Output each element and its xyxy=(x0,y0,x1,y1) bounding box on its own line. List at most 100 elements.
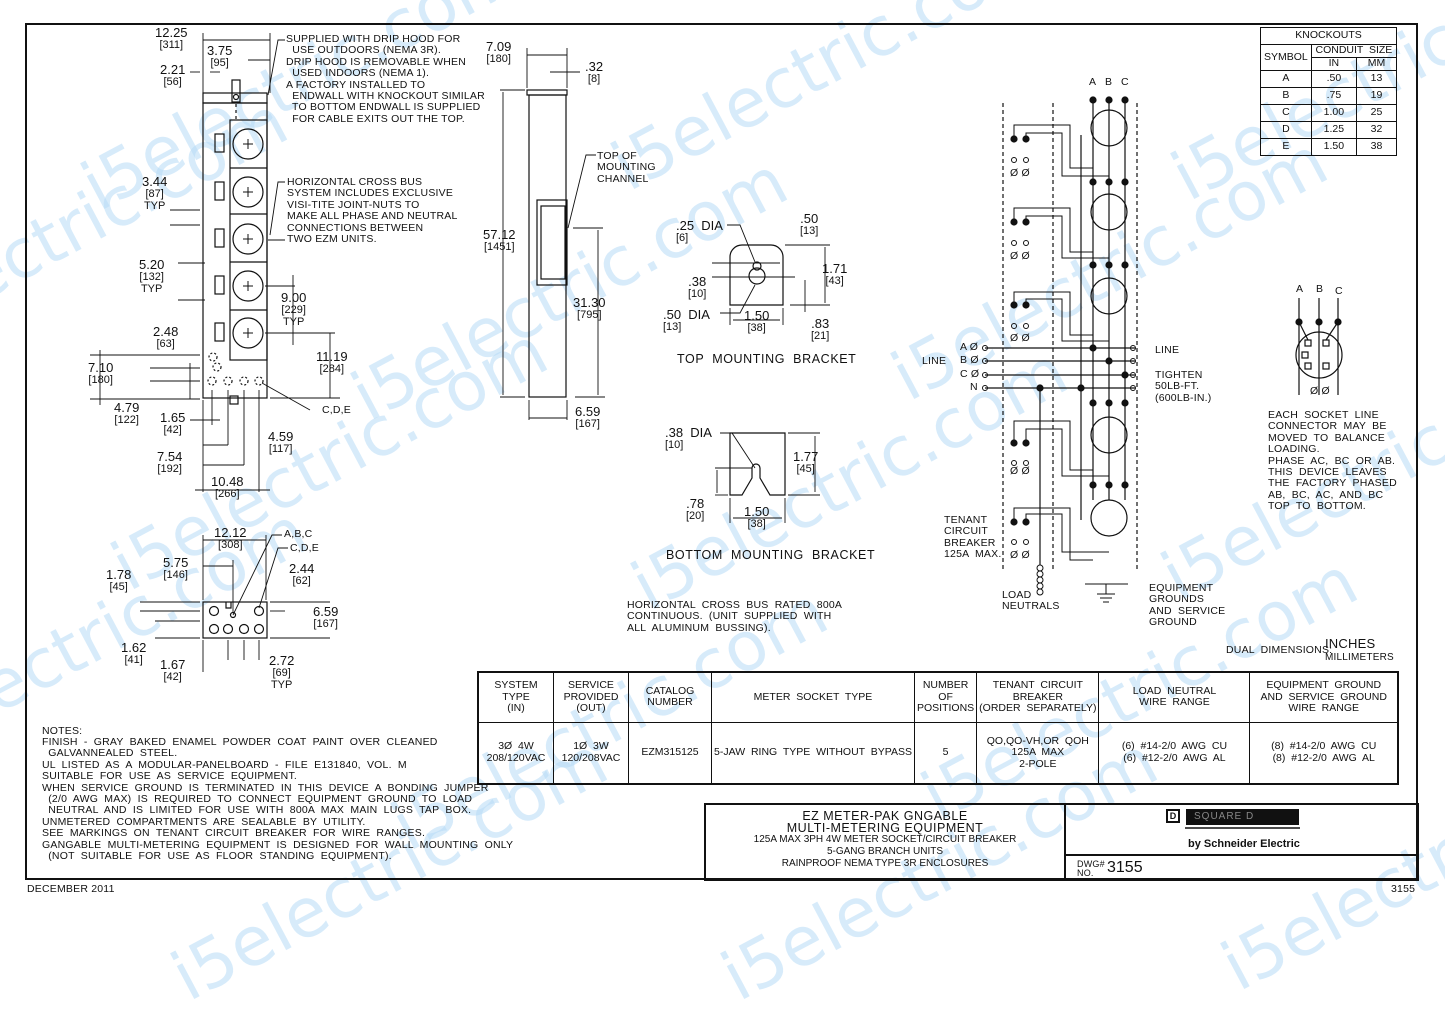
dim-0-25-dia: .25 DIA[6] xyxy=(676,218,723,244)
dim-1-77: 1.77[45] xyxy=(793,449,819,475)
line-input-a: A Ø xyxy=(960,341,979,353)
detail-phase-b: B xyxy=(1316,283,1324,295)
breaker-phase-3: Ø Ø xyxy=(1010,332,1030,344)
phase-label-a: A xyxy=(1089,76,1097,88)
dim-1-65: 1.65[42] xyxy=(160,410,186,436)
cross-bus-rating-note: HORIZONTAL CROSS BUS RATED 800A CONTINUO… xyxy=(627,599,843,634)
dim-1-62: 1.62[41] xyxy=(121,640,147,666)
breaker-phase-2: Ø Ø xyxy=(1010,250,1030,262)
bottom-bracket-title: BOTTOM MOUNTING BRACKET xyxy=(666,548,876,562)
dim-0-50-dia: .50 DIA[13] xyxy=(663,307,710,333)
front-view-enclosure xyxy=(202,79,268,405)
dim-2-44: 2.44[62] xyxy=(289,561,315,587)
dwg-number: 3155 xyxy=(1107,859,1143,876)
header-equipment-ground: EQUIPMENT GROUND AND SERVICE GROUND WIRE… xyxy=(1249,671,1399,723)
mm-header: MM xyxy=(1355,57,1398,71)
line-input-c: C Ø xyxy=(960,368,980,380)
brand-bar: SQUARE D xyxy=(1186,809,1299,825)
dim-3-75: 3.75[95] xyxy=(207,43,233,69)
mounting-channel-note: TOP OF MOUNTING CHANNEL xyxy=(597,150,656,185)
breaker-phase-4: Ø Ø xyxy=(1010,465,1030,477)
conduit-size-header: CONDUIT SIZE xyxy=(1310,44,1398,58)
title-line-2: MULTI-METERING EQUIPMENT xyxy=(786,821,984,835)
tenant-breaker-label: TENANT CIRCUIT BREAKER 125A MAX. xyxy=(944,514,1002,561)
dim-0-38-dia: .38 DIA[10] xyxy=(665,425,712,451)
dim-12-25: 12.25[311] xyxy=(155,25,188,51)
in-header: IN xyxy=(1310,57,1357,71)
dim-4-79: 4.79[122] xyxy=(114,400,140,426)
header-catalog-number: CATALOG NUMBER xyxy=(628,671,712,723)
socket-note: EACH SOCKET LINE CONNECTOR MAY BE MOVED … xyxy=(1268,409,1397,513)
header-positions: NUMBER OF POSITIONS xyxy=(913,671,978,723)
drip-hood-note: SUPPLIED WITH DRIP HOOD FOR USE OUTDOORS… xyxy=(286,33,485,125)
brand-subtitle: by Schneider Electric xyxy=(1188,838,1300,850)
bottom-mounting-bracket xyxy=(715,432,820,523)
bottom-label-abc: A,B,C xyxy=(284,528,313,540)
dwg-no-label: DWG# NO. xyxy=(1077,859,1105,878)
front-view-dimension-lines xyxy=(90,33,340,492)
notes-title: NOTES: xyxy=(42,725,83,737)
dim-3-44: 3.44[87]TYP xyxy=(142,174,168,212)
phase-label-c: C xyxy=(1121,76,1129,88)
title-line-1: EZ METER-PAK GNGABLE xyxy=(802,809,968,823)
title-block-lines xyxy=(704,803,1419,881)
top-mounting-bracket xyxy=(712,224,830,325)
square-d-logo-icon: D xyxy=(1166,809,1180,823)
load-neutrals-label: LOAD NEUTRALS xyxy=(1002,589,1060,613)
tighten-note: TIGHTEN 50LB-FT. (600LB-IN.) xyxy=(1155,369,1212,404)
dim-2-48: 2.48[63] xyxy=(153,324,179,350)
dim-10-48: 10.48[266] xyxy=(211,474,244,500)
dim-7-09: 7.09[180] xyxy=(486,39,512,65)
bottom-view xyxy=(140,534,330,672)
dim-12-12: 12.12[308] xyxy=(214,525,247,551)
dim-31-30: 31.30[795] xyxy=(573,295,606,321)
dim-1-71: 1.71[43] xyxy=(822,261,848,287)
equipment-grounds-label: EQUIPMENT GROUNDS AND SERVICE GROUND xyxy=(1149,582,1226,629)
spec-row: 3Ø 4W 208/120VAC 1Ø 3W 120/208VAC EZM315… xyxy=(477,721,1399,785)
top-bracket-title: TOP MOUNTING BRACKET xyxy=(677,352,857,366)
symbol-header: SYMBOL xyxy=(1260,44,1312,71)
dim-4-59: 4.59[117] xyxy=(268,429,294,455)
breaker-phase-1: Ø Ø xyxy=(1010,167,1030,179)
title-line-5: RAINPROOF NEMA TYPE 3R ENCLOSURES xyxy=(781,858,989,869)
dim-5-20: 5.20[132]TYP xyxy=(139,257,165,295)
dim-6-59-side: 6.59[167] xyxy=(575,404,601,430)
dim-7-54: 7.54[192] xyxy=(157,449,183,475)
dim-57-12: 57.12[1451] xyxy=(483,227,516,253)
dim-1-67: 1.67[42] xyxy=(160,657,186,683)
title-line-4: 5-GANG BRANCH UNITS xyxy=(826,846,944,857)
dim-1-78: 1.78[45] xyxy=(106,567,132,593)
dim-2-72: 2.72[69]TYP xyxy=(269,653,295,691)
dim-0-32: .32[8] xyxy=(585,59,604,85)
line-label-right: LINE xyxy=(1155,344,1180,356)
header-load-neutral: LOAD NEUTRAL WIRE RANGE xyxy=(1098,671,1251,723)
line-input-n: N xyxy=(970,381,978,393)
dual-dimensions-inches: INCHES xyxy=(1325,636,1376,651)
dim-0-78: .78[20] xyxy=(686,496,705,522)
dim-2-21: 2.21[56] xyxy=(160,62,186,88)
detail-phase-symbol: Ø Ø xyxy=(1310,385,1330,397)
drawing-linework xyxy=(90,33,1419,881)
title-line-3: 125A MAX 3PH 4W METER SOCKET/CIRCUIT BRE… xyxy=(753,834,1017,845)
notes-body: FINISH - GRAY BAKED ENAMEL POWDER COAT P… xyxy=(42,736,514,863)
dim-0-50: .50[13] xyxy=(800,211,819,237)
wiring-schematic xyxy=(982,96,1138,603)
detail-phase-c: C xyxy=(1335,285,1343,297)
sheet-number: 3155 xyxy=(1391,883,1416,895)
knockouts-title: KNOCKOUTS xyxy=(1260,27,1397,45)
line-input-b: B Ø xyxy=(960,354,979,366)
dim-0-83: .83[21] xyxy=(811,316,830,342)
dim-5-75: 5.75[146] xyxy=(163,555,189,581)
title-block-description: EZ METER-PAK GNGABLE MULTI-METERING EQUI… xyxy=(705,810,1065,870)
date-label: DECEMBER 2011 xyxy=(27,883,115,895)
bottom-label-cde: C,D,E xyxy=(290,542,320,554)
header-service-provided: SERVICE PROVIDED (OUT) xyxy=(553,671,629,723)
dim-7-10: 7.10[180] xyxy=(88,360,114,386)
header-meter-socket-type: METER SOCKET TYPE xyxy=(711,671,915,723)
side-view xyxy=(500,48,605,420)
